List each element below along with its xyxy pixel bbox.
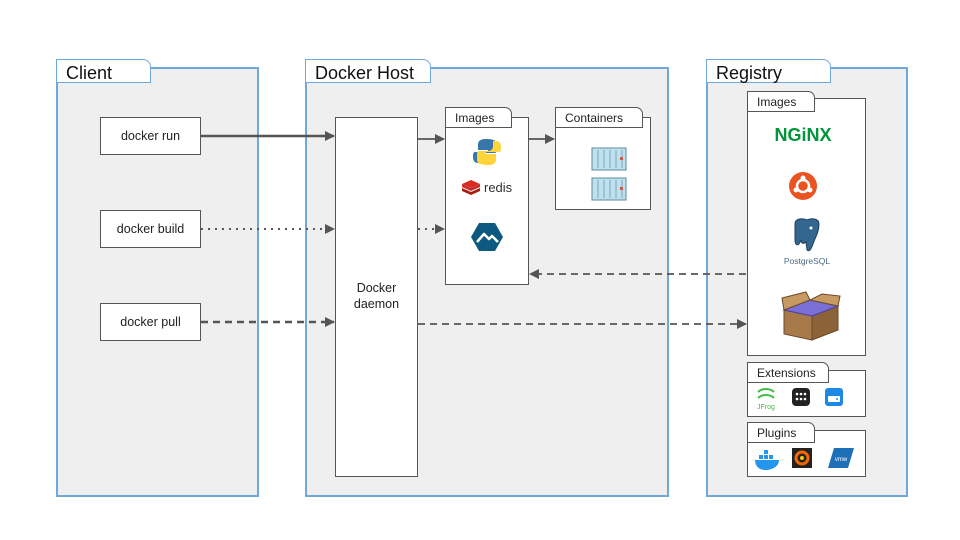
daemon-label-line2: daemon <box>353 297 400 311</box>
jfrog-icon <box>757 388 775 399</box>
drive-extension-icon <box>825 388 843 406</box>
docker-whale-icon <box>755 450 779 470</box>
daemon-label-line1: Docker <box>356 281 397 295</box>
containers-label: Containers <box>555 107 643 128</box>
docker-host-title: Docker Host <box>305 59 431 83</box>
registry-images-label: Images <box>747 91 815 112</box>
client-title: Client <box>56 59 151 83</box>
python-icon <box>473 139 501 165</box>
package-box-icon <box>781 291 841 341</box>
docker-run-command[interactable]: docker run <box>100 117 201 155</box>
grid-app-icon <box>792 388 810 406</box>
container-icon <box>591 147 627 171</box>
nginx-logo: NGiNX <box>774 125 831 145</box>
host-images-box <box>445 117 529 285</box>
vmw-label: vmw <box>835 457 848 463</box>
extensions-label: Extensions <box>747 362 829 383</box>
postgresql-label: PostgreSQL <box>784 256 831 266</box>
grafana-icon <box>792 448 812 468</box>
jfrog-label: JFrog <box>757 404 775 411</box>
docker-build-command[interactable]: docker build <box>100 210 201 248</box>
ubuntu-icon <box>789 172 817 200</box>
docker-pull-command[interactable]: docker pull <box>100 303 201 341</box>
postgresql-icon <box>794 218 820 252</box>
registry-title: Registry <box>706 59 831 83</box>
alpine-icon <box>471 223 503 251</box>
host-images-label: Images <box>445 107 512 128</box>
docker-daemon-box: Docker daemon <box>335 117 418 477</box>
vmware-plugin-icon <box>828 448 854 468</box>
plugins-label: Plugins <box>747 422 815 443</box>
redis-icon <box>462 180 480 195</box>
redis-label: redis <box>484 180 513 195</box>
container-icon <box>591 177 627 201</box>
